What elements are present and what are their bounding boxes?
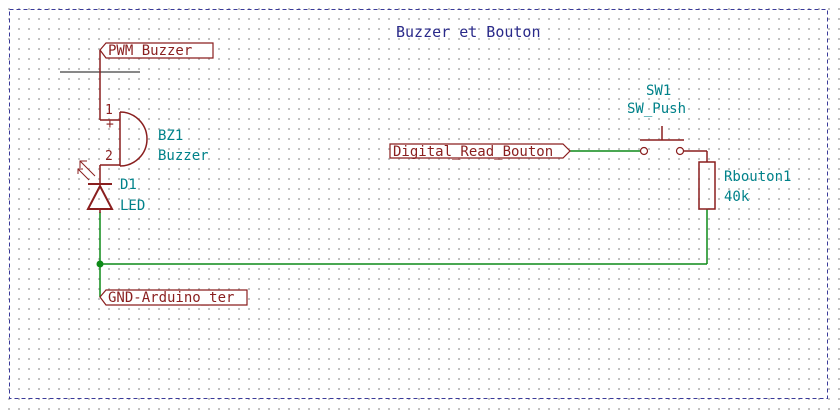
switch-contact-left: [639, 146, 649, 156]
digital-read-label[interactable]: Digital_Read_Bouton: [393, 144, 553, 160]
sheet-title: Buzzer et Bouton: [396, 23, 541, 41]
junction-dot: [96, 260, 104, 268]
switch-sw1[interactable]: SW1 SW_Push: [627, 83, 708, 162]
resistor-body: [698, 161, 716, 210]
led-reference: D1: [120, 177, 137, 193]
gnd-net: GND-Arduino_ter: [99, 289, 248, 306]
buzzer-body: [119, 111, 148, 167]
resistor-rbouton1[interactable]: Rbouton1 40k: [698, 161, 791, 210]
resistor-reference: Rbouton1: [724, 169, 791, 185]
buzzer-pin2-number: 2: [105, 149, 113, 164]
led-light-arrows-icon: [77, 160, 96, 181]
buzzer-bz1[interactable]: 1 + 2 BZ1 Buzzer: [99, 103, 209, 184]
wires: [99, 150, 708, 297]
gnd-label[interactable]: GND-Arduino_ter: [108, 290, 234, 306]
led-value: LED: [120, 198, 145, 214]
resistor-value: 40k: [724, 189, 750, 205]
pwm-buzzer-net: PWM_Buzzer: [60, 42, 214, 120]
switch-value: SW_Push: [627, 101, 686, 117]
pwm-buzzer-label[interactable]: PWM_Buzzer: [108, 43, 192, 59]
buzzer-value: Buzzer: [158, 148, 209, 164]
buzzer-plus-sign: +: [106, 117, 114, 132]
sheet-frame: [9, 9, 828, 399]
switch-reference: SW1: [646, 83, 671, 99]
led-triangle: [86, 183, 114, 210]
digital-read-net: Digital_Read_Bouton: [389, 143, 571, 160]
digital-read-label-shape[interactable]: [389, 143, 571, 159]
gnd-label-shape[interactable]: [99, 289, 248, 306]
switch-contact-right: [675, 146, 685, 156]
buzzer-reference: BZ1: [158, 128, 183, 144]
led-d1[interactable]: D1 LED: [77, 160, 145, 214]
buzzer-pin1-number: 1: [105, 103, 113, 118]
pwm-buzzer-label-shape[interactable]: [99, 42, 214, 59]
